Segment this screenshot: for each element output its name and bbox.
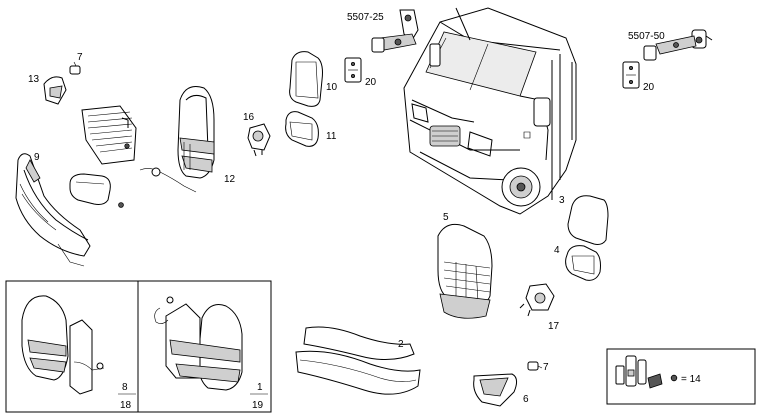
mirror-glass-3 [567, 195, 609, 245]
callout-18: 18 [120, 400, 132, 411]
callout-19: 19 [252, 400, 264, 411]
callout-7-top: 7 [77, 52, 83, 63]
callout-20-left: 20 [365, 77, 377, 88]
inset-box-right [137, 280, 272, 413]
callout-17: 17 [548, 321, 560, 332]
callout-7-bottom: 7 [543, 362, 549, 373]
callout-20-right: 20 [643, 82, 655, 93]
van-cab-illustration [403, 7, 577, 215]
cab-mirror [533, 97, 551, 127]
callout-11: 11 [326, 131, 337, 142]
callout-3: 3 [559, 195, 565, 206]
mirror-glass-10 [289, 51, 323, 107]
bulb-7-bottom [527, 361, 539, 371]
callout-13: 13 [28, 74, 40, 85]
lower-trim-2 [295, 326, 421, 395]
callout-8: 8 [122, 382, 128, 393]
cover-cap [69, 173, 111, 205]
lamp-socket-16 [247, 123, 271, 157]
inset-box-left [5, 280, 139, 413]
mounting-plate-20-left [344, 57, 362, 83]
callout-4: 4 [554, 245, 560, 256]
callout-5507-50: 5507-50 [628, 31, 665, 42]
callout-5507-25: 5507-25 [347, 12, 384, 23]
mirror-glass-4 [565, 245, 601, 281]
front-bumper-9 [15, 153, 91, 267]
mirror-housing-12 [177, 86, 215, 179]
callout-6: 6 [523, 394, 529, 405]
mounting-plate-20-right [622, 61, 640, 89]
cab-mirror-left [429, 43, 441, 67]
heated-panel [81, 105, 137, 165]
lamp-socket-17 [519, 283, 555, 317]
callout-5: 5 [443, 212, 449, 223]
legend-text: = 14 [681, 374, 701, 385]
bullet-marker-legend [670, 374, 678, 382]
bullet-marker [118, 202, 124, 208]
callout-1: 1 [257, 382, 263, 393]
mirror-arm-5507-25 [371, 9, 419, 53]
mirror-glass-11 [285, 111, 319, 147]
mirror-housing-5 [437, 223, 493, 319]
callout-10: 10 [326, 82, 338, 93]
callout-16: 16 [243, 112, 255, 123]
mirror-arm-5507-50 [643, 29, 713, 61]
bulb-7-top [69, 65, 81, 75]
callout-9: 9 [34, 152, 40, 163]
callout-2: 2 [398, 339, 404, 350]
legend-box: = 14 [606, 348, 756, 405]
callout-12: 12 [224, 174, 236, 185]
